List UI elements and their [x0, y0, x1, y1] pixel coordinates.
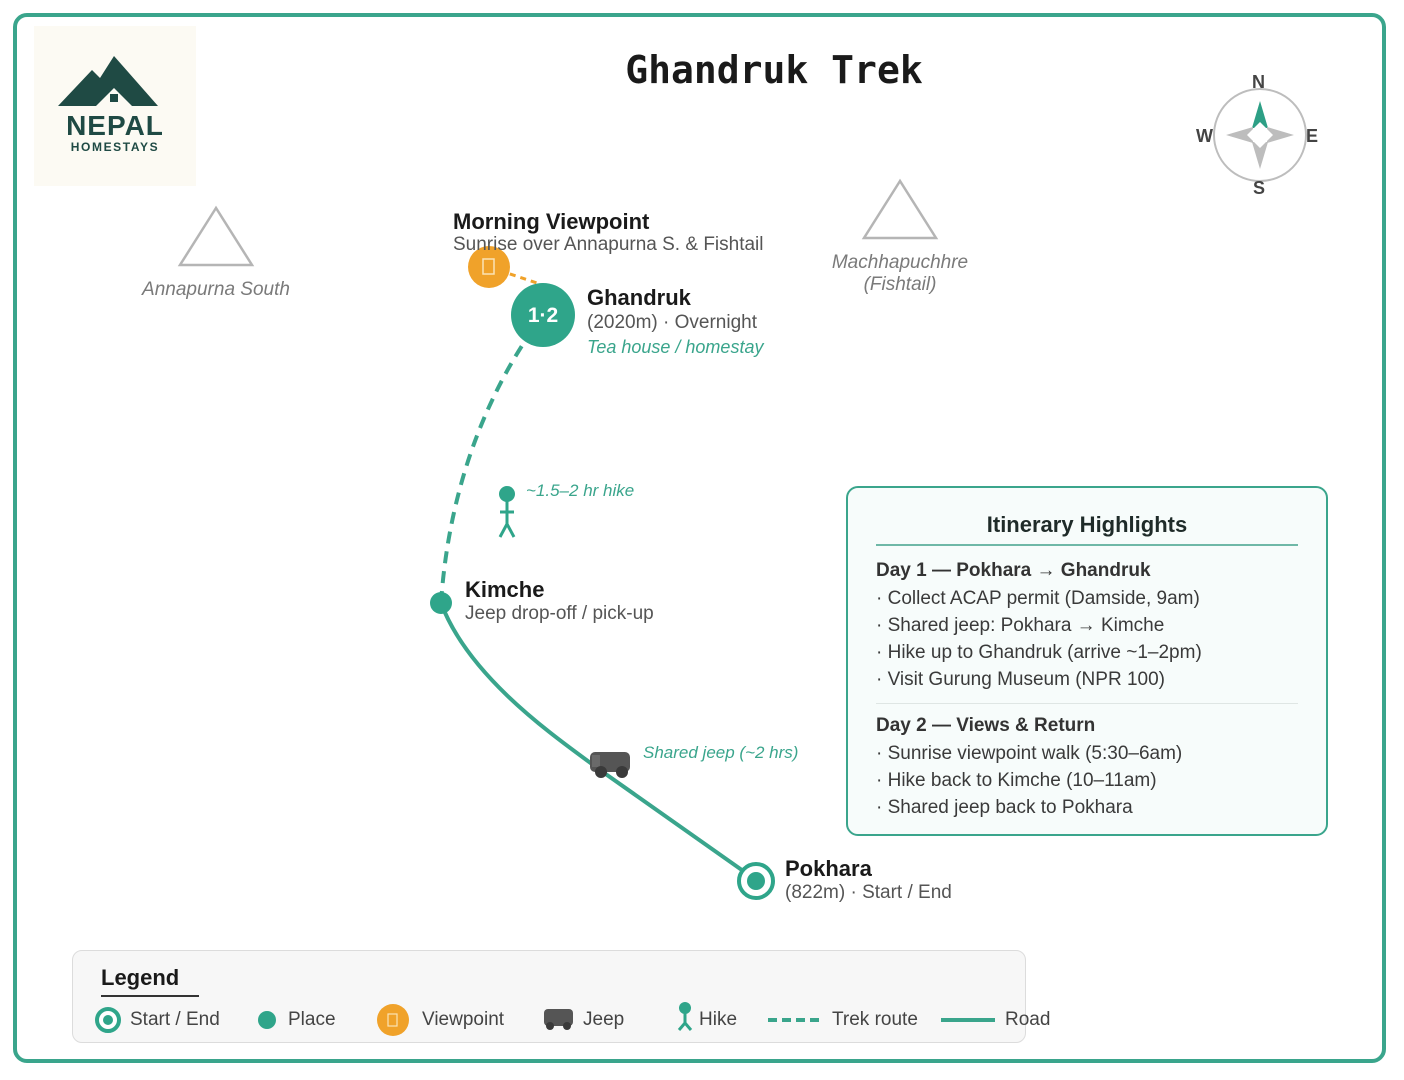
itinerary-item: · Visit Gurung Museum (NPR 100) [876, 669, 1165, 690]
ghandruk-note: Tea house / homestay [587, 337, 764, 357]
viewpoint-icon [377, 1004, 409, 1036]
compass-e: E [1306, 126, 1319, 146]
peak-label-machhapuchhre: Machhapuchhre [831, 252, 969, 273]
legend-label-jeep: Jeep [583, 1009, 625, 1030]
itinerary-item: · Shared jeep: Pokhara → Kimche [876, 615, 1165, 636]
place-icon [258, 1011, 276, 1029]
pokhara-name: Pokhara [785, 856, 872, 881]
hike-icon [677, 1002, 693, 1031]
viewpoint-name: Morning Viewpoint [453, 209, 650, 234]
legend-label-trek-route: Trek route [832, 1009, 918, 1030]
legend-title-underline [101, 995, 199, 997]
pokhara-marker [737, 862, 775, 900]
itinerary-divider [876, 544, 1298, 546]
peak-label-annapurna-south: Annapurna South [142, 279, 290, 300]
legend-title: Legend [101, 965, 180, 990]
itinerary-item: · Shared jeep back to Pokhara [876, 797, 1133, 818]
start-end-icon [95, 1007, 121, 1033]
jeep-duration-note: Shared jeep (~2 hrs) [643, 743, 799, 762]
ghandruk-marker [511, 283, 575, 347]
viewpoint-link [488, 265, 544, 287]
itinerary-item: · Collect ACAP permit (Damside, 9am) [876, 588, 1200, 609]
itinerary-title: Itinerary Highlights [986, 512, 1188, 537]
itinerary-item: · Hike up to Ghandruk (arrive ~1–2pm) [876, 642, 1202, 663]
mountain-house-icon [58, 56, 158, 106]
kimche-marker [430, 592, 452, 614]
itinerary-item: · Hike back to Kimche (10–11am) [876, 770, 1157, 791]
ghandruk-sub: (2020m) · Overnight [587, 312, 758, 333]
ghandruk-day-badge: 1·2 [527, 304, 559, 327]
pokhara-sub: (822m) · Start / End [785, 882, 952, 903]
kimche-name: Kimche [465, 577, 545, 602]
legend-label-start-end: Start / End [130, 1009, 220, 1030]
brand-subtitle: HOMESTAYS [70, 140, 160, 154]
trek-route-path [439, 313, 545, 604]
map-title: Ghandruk Trek [625, 48, 923, 92]
compass-icon [1213, 88, 1307, 182]
brand-logo: NEPAL HOMESTAYS [34, 26, 196, 186]
day-1-heading: Day 1 — Pokhara → Ghandruk [876, 560, 1151, 581]
road-path [439, 602, 758, 882]
viewpoint-icon [468, 246, 510, 288]
brand-name: NEPAL [66, 110, 164, 141]
hiker-icon [498, 486, 516, 538]
legend-label-road: Road [1005, 1009, 1051, 1030]
peak-icon [177, 205, 255, 267]
compass-n: N [1252, 72, 1265, 92]
itinerary-item: · Sunrise viewpoint walk (5:30–6am) [876, 743, 1183, 764]
ghandruk-name: Ghandruk [587, 285, 691, 310]
legend-label-hike: Hike [699, 1009, 738, 1030]
itinerary-panel: Itinerary Highlights Day 1 — Pokhara → G… [846, 486, 1328, 836]
jeep-icon [544, 1009, 573, 1030]
jeep-icon [590, 752, 630, 778]
legend-label-place: Place [288, 1009, 336, 1030]
kimche-sub: Jeep drop-off / pick-up [465, 603, 654, 624]
day-2-heading: Day 2 — Views & Return [876, 715, 1096, 736]
day-separator [876, 703, 1298, 704]
peak-label-fishtail: (Fishtail) [863, 274, 937, 295]
compass-s: S [1253, 178, 1266, 198]
hike-duration-note: ~1.5–2 hr hike [526, 481, 635, 500]
peak-icon [861, 178, 939, 240]
compass-w: W [1196, 126, 1213, 146]
legend-label-viewpoint: Viewpoint [422, 1009, 505, 1030]
legend: Legend Start / End Place Viewpoint Jeep … [72, 950, 1050, 1043]
viewpoint-sub: Sunrise over Annapurna S. & Fishtail [453, 234, 764, 255]
